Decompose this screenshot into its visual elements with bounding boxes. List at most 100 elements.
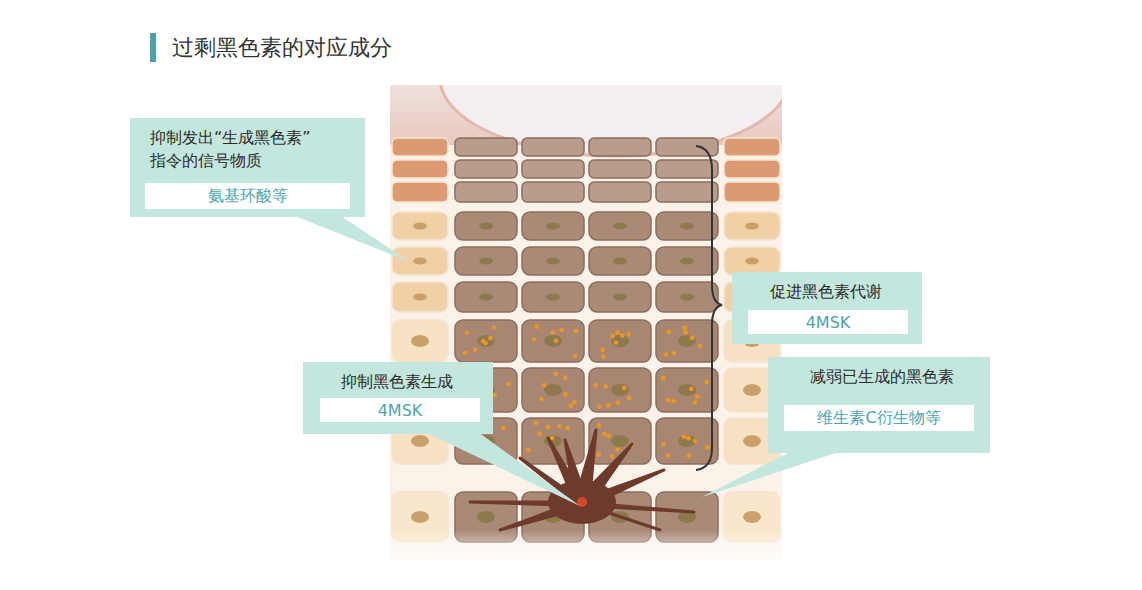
melanin-granule bbox=[537, 431, 542, 436]
skin-cell bbox=[522, 247, 584, 275]
cell-nucleus bbox=[613, 223, 627, 230]
cell-nucleus bbox=[411, 335, 429, 347]
melanin-granule bbox=[563, 375, 568, 380]
melanin-granule bbox=[600, 347, 605, 352]
callout-box: 抑制发出“生成黑色素” 指令的信号物质氨基环酸等 bbox=[130, 118, 365, 217]
melanin-granule bbox=[609, 454, 614, 459]
skin-cell bbox=[656, 320, 718, 362]
skin-cell bbox=[656, 282, 718, 312]
melanin-granule bbox=[506, 382, 511, 387]
melanin-granule bbox=[687, 453, 692, 458]
callout-pointer bbox=[285, 212, 410, 262]
melanin-granule bbox=[573, 354, 578, 359]
skin-cell bbox=[589, 138, 651, 156]
melanin-granule bbox=[596, 452, 601, 457]
melanin-granule bbox=[534, 421, 539, 426]
melanin-granule bbox=[539, 397, 544, 402]
melanocyte-body bbox=[548, 480, 616, 524]
skin-cell bbox=[522, 182, 584, 202]
cell-nucleus bbox=[411, 435, 429, 447]
melanin-granule bbox=[682, 325, 687, 330]
melanin-granule bbox=[551, 330, 556, 335]
melanin-granule bbox=[682, 434, 687, 439]
skin-cell bbox=[392, 247, 448, 275]
ingredient-text: 维生素C衍生物等 bbox=[817, 408, 940, 429]
skin-cell bbox=[724, 212, 780, 240]
skin-cell bbox=[522, 368, 584, 412]
callout-pointer bbox=[702, 451, 842, 497]
ingredient-box: 维生素C衍生物等 bbox=[784, 405, 974, 431]
cell-nucleus bbox=[611, 435, 629, 447]
melanin-granule bbox=[689, 387, 694, 392]
skin-cell bbox=[724, 247, 780, 275]
cell-nucleus bbox=[680, 223, 694, 230]
cell-nucleus bbox=[613, 258, 627, 265]
melanin-granule bbox=[493, 393, 498, 398]
cell-nucleus bbox=[546, 258, 560, 265]
cell-nucleus bbox=[477, 511, 495, 523]
melanin-granule bbox=[661, 442, 666, 447]
melanin-granule bbox=[554, 338, 559, 343]
ingredient-text: 氨基环酸等 bbox=[208, 186, 288, 207]
skin-cell bbox=[656, 212, 718, 240]
layer-bracket bbox=[696, 146, 722, 470]
skin-cell bbox=[589, 182, 651, 202]
melanin-granule bbox=[542, 383, 547, 388]
skin-cell bbox=[589, 160, 651, 178]
cell-nucleus bbox=[743, 384, 761, 396]
callout-heading: 促进黑色素代谢 bbox=[744, 280, 908, 303]
melanin-granule bbox=[620, 333, 625, 338]
callout-box: 促进黑色素代谢 4MSK bbox=[732, 272, 922, 344]
ingredient-box: 4MSK bbox=[748, 310, 908, 334]
cell-nucleus bbox=[544, 335, 562, 347]
cell-nucleus bbox=[611, 384, 629, 396]
melanin-granule bbox=[546, 425, 551, 430]
skin-cell bbox=[392, 320, 448, 362]
melanin-granule bbox=[672, 351, 677, 356]
melanocyte-nucleus bbox=[577, 497, 587, 507]
cell-nucleus bbox=[413, 294, 427, 301]
melanin-granule bbox=[526, 448, 531, 453]
melanin-granule bbox=[563, 392, 568, 397]
melanin-granule bbox=[704, 380, 709, 385]
skin-cell bbox=[392, 212, 448, 240]
melanin-granule bbox=[573, 329, 578, 334]
skin-cell bbox=[589, 320, 651, 362]
skin-cell bbox=[656, 247, 718, 275]
melanin-granule bbox=[614, 340, 619, 345]
cell-nucleus bbox=[546, 294, 560, 301]
skin-cell bbox=[522, 282, 584, 312]
melanin-granule bbox=[698, 343, 703, 348]
callout-box: 减弱已生成的黑色素维生素C衍生物等 bbox=[768, 357, 990, 453]
melanin-granule bbox=[488, 336, 493, 341]
skin-cell bbox=[522, 138, 584, 156]
cell-nucleus bbox=[411, 511, 429, 523]
cell-nucleus bbox=[413, 223, 427, 230]
skin-cell bbox=[522, 418, 584, 464]
cell-nucleus bbox=[743, 511, 761, 523]
skin-cell bbox=[522, 320, 584, 362]
melanin-granule bbox=[606, 434, 611, 439]
skin-cell bbox=[656, 160, 718, 178]
melanin-granule bbox=[626, 332, 631, 337]
melanin-granule bbox=[666, 453, 671, 458]
callout-heading: 减弱已生成的黑色素 bbox=[788, 365, 976, 388]
cell-nucleus bbox=[680, 258, 694, 265]
melanin-granule bbox=[553, 371, 558, 376]
skin-cell bbox=[724, 138, 780, 156]
melanocyte bbox=[470, 430, 694, 530]
melanin-granule bbox=[572, 400, 577, 405]
skin-cell bbox=[656, 182, 718, 202]
cell-nucleus bbox=[546, 223, 560, 230]
melanin-granule bbox=[559, 328, 564, 333]
skin-ground bbox=[390, 85, 782, 563]
melanin-granule bbox=[597, 423, 602, 428]
skin-cell bbox=[589, 282, 651, 312]
cell-nucleus bbox=[678, 384, 696, 396]
ingredient-box: 氨基环酸等 bbox=[145, 183, 350, 209]
skin-cell bbox=[455, 320, 517, 362]
title-bar bbox=[150, 33, 156, 62]
skin-cell bbox=[522, 160, 584, 178]
melanin-granule bbox=[606, 403, 611, 408]
